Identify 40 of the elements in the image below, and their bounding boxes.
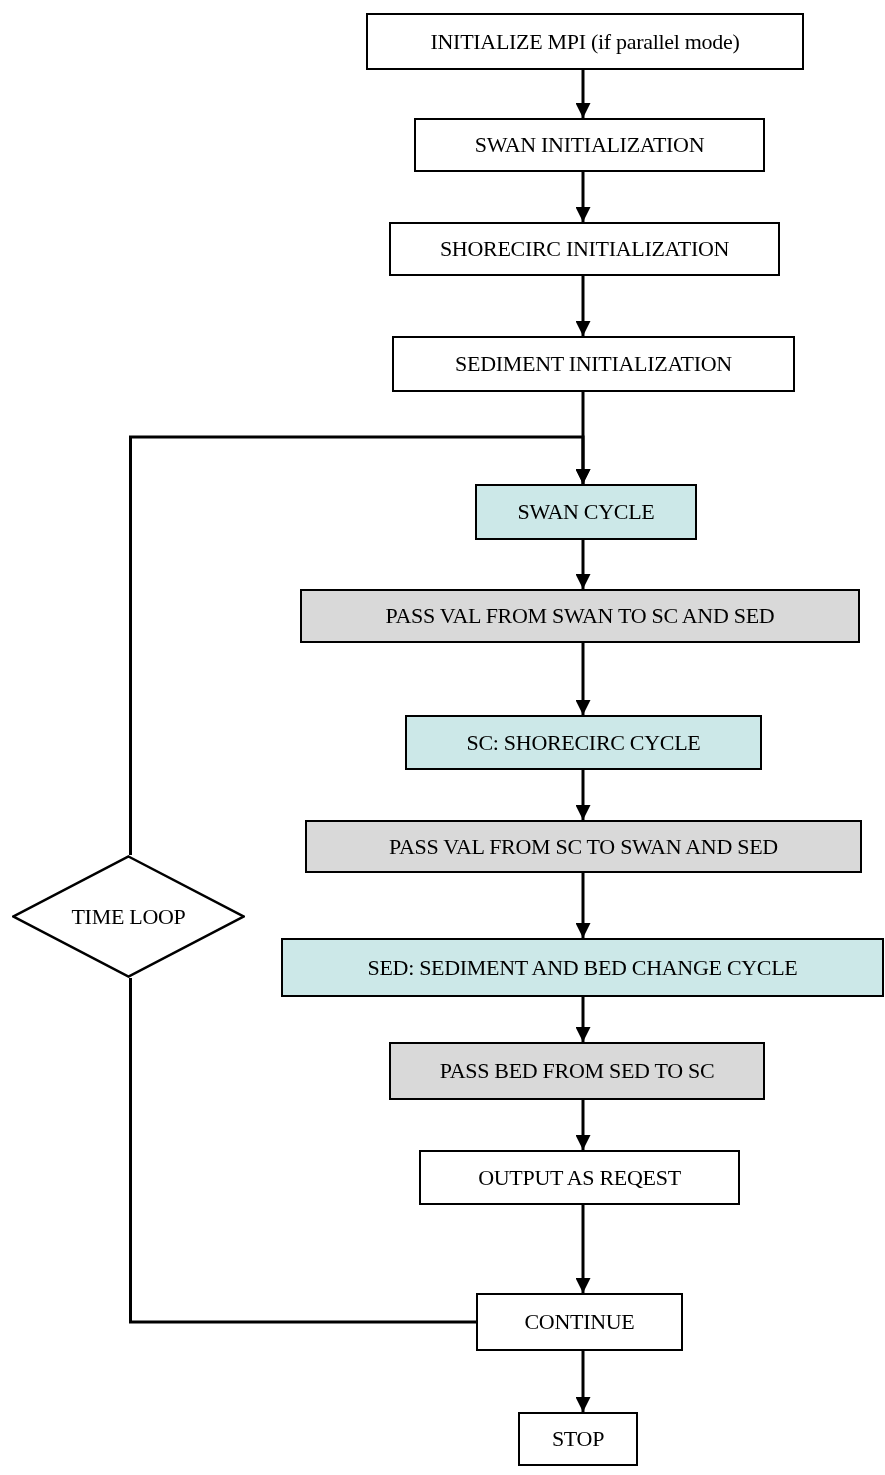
node-label: INITIALIZE MPI (if parallel mode): [430, 28, 740, 55]
node-label: STOP: [551, 1426, 605, 1452]
process-box: [476, 1293, 683, 1351]
process-box: [389, 222, 780, 276]
decision-diamond: [12, 855, 245, 978]
arrow: [575, 873, 591, 938]
node-label: SWAN CYCLE: [517, 499, 655, 525]
arrow: [575, 997, 591, 1042]
process-box: [419, 1150, 740, 1205]
node-label: SC: SHORECIRC CYCLE: [466, 729, 701, 756]
node-label: SHORECIRC INITIALIZATION: [439, 236, 730, 262]
process-box: [281, 938, 884, 997]
process-box: [414, 118, 765, 172]
arrow: [575, 172, 591, 222]
arrow: [575, 1205, 591, 1293]
process-box: [389, 1042, 765, 1100]
arrow: [575, 1100, 591, 1150]
arrow: [129, 435, 591, 855]
arrow: [575, 770, 591, 820]
node-label: SED: SEDIMENT AND BED CHANGE CYCLE: [367, 954, 798, 981]
node-label: PASS VAL FROM SC TO SWAN AND SED: [389, 833, 778, 860]
process-box: [405, 715, 762, 770]
arrow: [575, 643, 591, 715]
arrow: [575, 1351, 591, 1412]
node-label: SEDIMENT INITIALIZATION: [455, 351, 732, 377]
node-label: CONTINUE: [524, 1309, 635, 1335]
node-label: SWAN INITIALIZATION: [474, 132, 705, 158]
process-box: [475, 484, 697, 540]
node-label: PASS VAL FROM SWAN TO SC AND SED: [385, 603, 775, 629]
process-box: [366, 13, 804, 70]
arrow: [575, 540, 591, 589]
node-label: PASS BED FROM SED TO SC: [439, 1058, 715, 1084]
node-label: OUTPUT AS REQEST: [478, 1164, 681, 1191]
process-box: [300, 589, 860, 643]
arrow: [575, 276, 591, 336]
process-box: [518, 1412, 638, 1466]
process-box: [305, 820, 862, 873]
node-label: TIME LOOP: [71, 903, 186, 930]
process-box: [392, 336, 795, 392]
arrow: [575, 70, 591, 118]
